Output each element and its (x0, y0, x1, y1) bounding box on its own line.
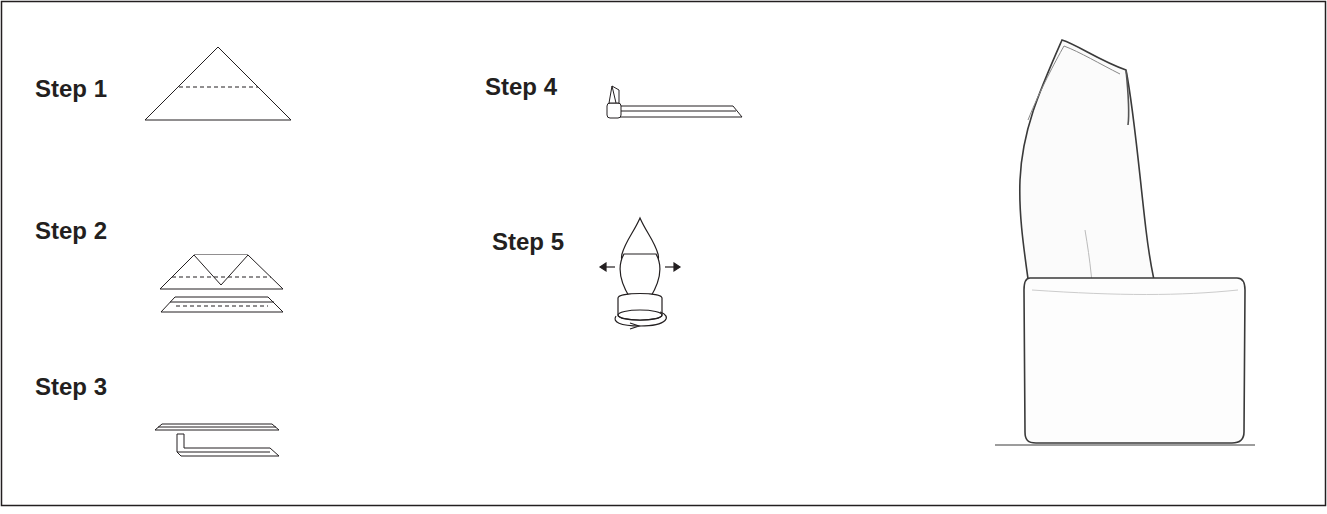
step2-folds (160, 255, 283, 312)
step-label: Step 3 (35, 375, 107, 399)
step-label: Step 4 (485, 75, 557, 99)
step1-triangle (145, 47, 291, 120)
frame (2, 2, 1326, 506)
step4-roll (607, 86, 742, 118)
step-label: Step 1 (35, 77, 107, 101)
step-label: Step 2 (35, 219, 107, 243)
finished-napkin (995, 40, 1255, 445)
step3-strips (155, 424, 279, 456)
step5-napkin-in-ring (600, 218, 680, 329)
step-label: Step 5 (492, 230, 564, 254)
